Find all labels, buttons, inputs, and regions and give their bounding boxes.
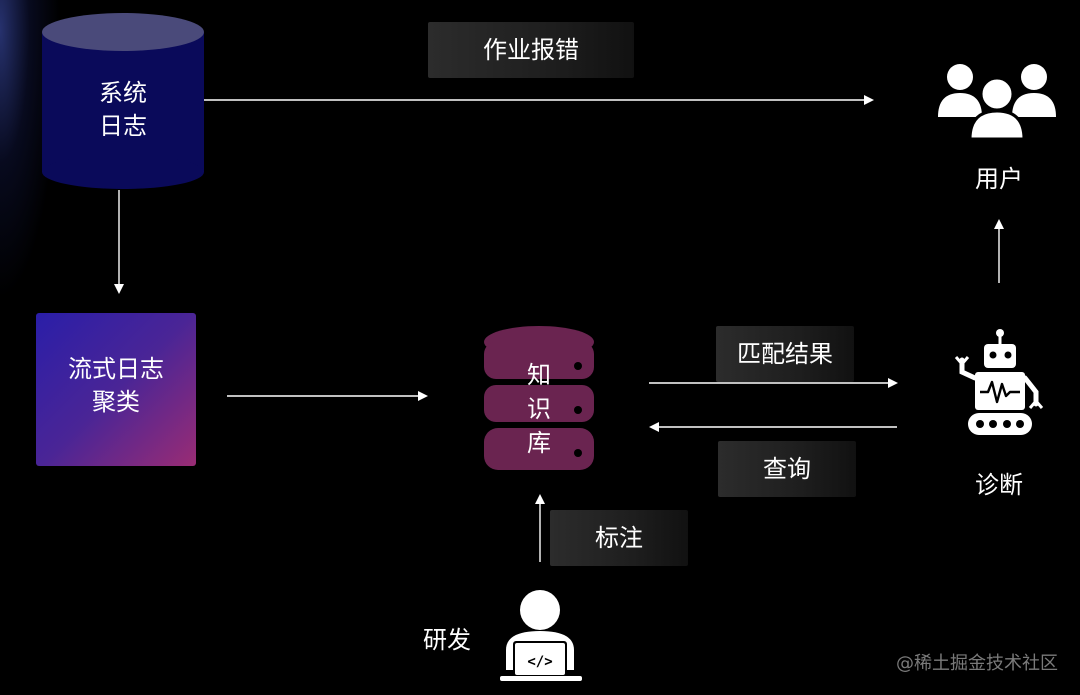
edge-label-query: 查询 <box>718 441 856 497</box>
watermark: @稀土掘金技术社区 <box>896 653 1058 674</box>
indicator-dot <box>574 449 582 457</box>
developer-laptop-icon: </> <box>500 590 582 681</box>
users-icon <box>938 64 1056 141</box>
knowledge-base-stack <box>484 326 594 470</box>
system-log-label: 系统 日志 <box>99 79 147 140</box>
robot-icon <box>954 329 1044 435</box>
edge-label-job-error: 作业报错 <box>428 22 634 78</box>
knowledge-base-label: 知 识 库 <box>527 361 551 457</box>
developer-label: 研发 <box>423 626 471 654</box>
edge-label-annotate: 标注 <box>550 510 688 566</box>
edge-label-match-result: 匹配结果 <box>716 326 854 382</box>
stream-log-cluster-box: 流式日志 聚类 <box>36 313 196 466</box>
indicator-dot <box>574 406 582 414</box>
code-symbol: </> <box>527 654 552 670</box>
system-log-cylinder <box>42 13 204 189</box>
indicator-dot <box>574 362 582 370</box>
user-label: 用户 <box>975 165 1023 193</box>
diagnosis-label: 诊断 <box>975 471 1023 499</box>
stream-log-cluster-label: 流式日志 聚类 <box>68 355 164 416</box>
